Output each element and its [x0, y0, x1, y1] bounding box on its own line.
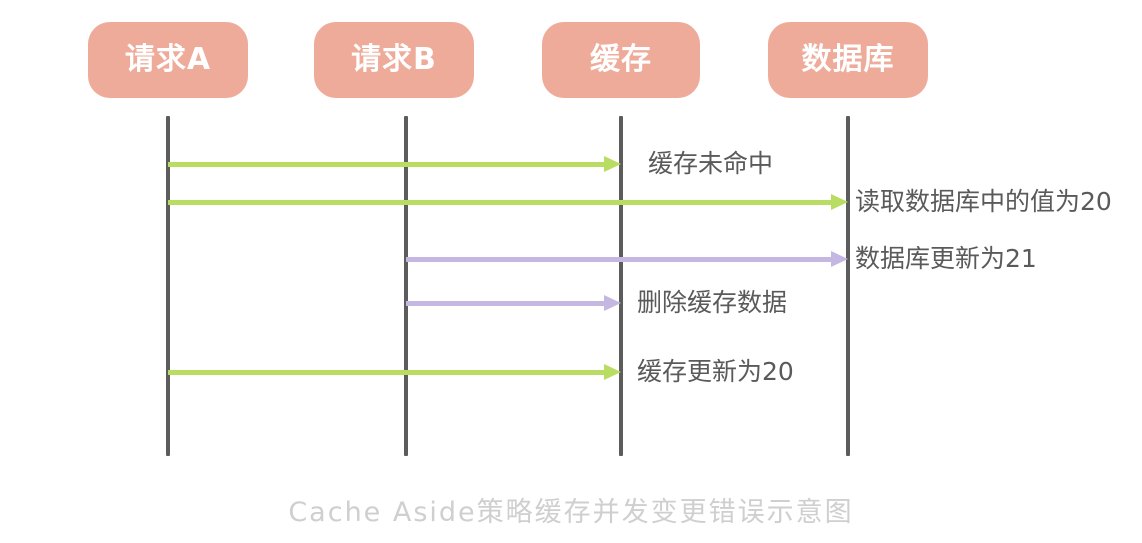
arrowhead-icon — [831, 251, 848, 267]
message-arrow-cache-miss[interactable] — [168, 153, 621, 175]
diagram-caption: Cache Aside策略缓存并发变更错误示意图 — [288, 497, 854, 528]
message-label-db-update: 数据库更新为21 — [855, 244, 1037, 273]
lifeline-request-a — [166, 116, 170, 456]
message-line — [406, 301, 611, 306]
arrowhead-icon — [604, 295, 621, 311]
arrowhead-icon — [831, 194, 848, 210]
actor-label-database: 数据库 — [801, 42, 895, 77]
message-label-read-db-value: 读取数据库中的值为20 — [855, 187, 1112, 216]
message-label-cache-update: 缓存更新为20 — [637, 357, 794, 386]
message-arrow-delete-cache[interactable] — [406, 292, 621, 314]
actor-label-request-a: 请求A — [124, 42, 212, 77]
message-line — [168, 370, 611, 375]
message-line — [168, 200, 838, 205]
lifeline-request-b — [404, 116, 408, 456]
arrowhead-icon — [604, 364, 621, 380]
lifeline-database — [846, 116, 850, 456]
message-arrow-cache-update[interactable] — [168, 361, 621, 383]
actor-box-database[interactable]: 数据库 — [768, 22, 928, 98]
message-line — [406, 257, 838, 262]
message-label-delete-cache: 删除缓存数据 — [637, 288, 788, 317]
message-line — [168, 162, 611, 167]
actor-label-request-b: 请求B — [351, 42, 437, 77]
actor-box-request-b[interactable]: 请求B — [314, 22, 474, 98]
message-label-cache-miss: 缓存未命中 — [648, 149, 774, 178]
actor-box-cache[interactable]: 缓存 — [542, 22, 700, 98]
message-arrow-read-db-value[interactable] — [168, 191, 848, 213]
actor-label-cache: 缓存 — [590, 42, 652, 77]
lifeline-cache — [619, 116, 623, 456]
actor-box-request-a[interactable]: 请求A — [88, 22, 248, 98]
arrowhead-icon — [604, 156, 621, 172]
message-arrow-db-update[interactable] — [406, 248, 848, 270]
